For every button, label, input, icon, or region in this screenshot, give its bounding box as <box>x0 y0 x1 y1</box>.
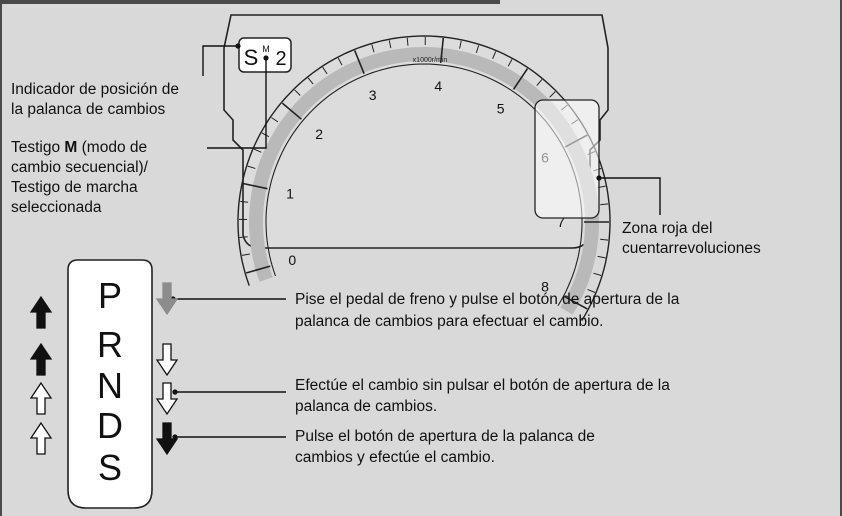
leader-red-zone <box>599 177 661 215</box>
m-indicator-label-line3: Testigo de marcha <box>11 179 138 196</box>
tach-scale-label: 5 <box>497 100 505 116</box>
shift-position-letter: S <box>244 45 259 70</box>
up-arrow-white-icon <box>29 421 53 455</box>
tach-scale-label: 4 <box>434 78 442 94</box>
shift-indicator-box <box>238 37 292 73</box>
down-arrow-white-icon <box>155 343 179 377</box>
left-arrow-column <box>29 295 53 455</box>
tach-minor-tick <box>388 40 392 49</box>
mode-letter: M <box>262 44 270 54</box>
tach-minor-tick <box>294 89 301 96</box>
tach-major-tick <box>512 68 529 90</box>
tach-scale-label: 3 <box>369 87 377 103</box>
gray-arrow-desc-line2: palanca de cambios para efectuar el camb… <box>295 313 604 330</box>
m-indicator-label-line1: Testigo M (modo de <box>11 138 147 157</box>
down-arrow-gray-icon <box>155 282 179 316</box>
black-arrow-desc-line2: cambios y efectúe el cambio. <box>295 449 495 466</box>
tach-minor-tick <box>307 77 314 85</box>
tach-minor-tick <box>597 255 606 259</box>
leader-lines <box>173 45 661 438</box>
m-indicator-label-line4: seleccionada <box>11 199 102 216</box>
tach-minor-tick <box>492 51 497 59</box>
tach-minor-tick <box>549 91 556 98</box>
tach-major-tick <box>242 182 268 190</box>
tach-minor-tick <box>587 288 596 293</box>
red-zone-highlight-box <box>534 99 600 219</box>
right-arrow-column <box>155 282 179 456</box>
tach-major-tick <box>245 265 271 274</box>
m-indicator-bold-m: M <box>64 139 78 156</box>
red-zone-label-line1: Zona roja del <box>622 220 713 237</box>
tach-minor-tick <box>247 165 256 169</box>
up-arrow-white-icon <box>29 381 53 415</box>
tach-scale-label: 2 <box>315 126 323 142</box>
red-zone-label-line2: cuentarrevoluciones <box>622 240 761 257</box>
tach-minor-tick <box>406 37 409 46</box>
selected-gear-number: 2 <box>275 48 286 70</box>
m-indicator-suffix: (modo de <box>77 139 148 156</box>
leader-shift-position <box>202 45 238 76</box>
tach-outer-arc <box>237 35 611 321</box>
shift-position-label-line1: Indicador de posición de <box>11 81 180 98</box>
gear-letter-n: N <box>97 365 123 406</box>
gear-letter-p: P <box>97 275 122 316</box>
white-arrow-desc-line1: Efectúe el cambio sin pulsar el botón de… <box>295 377 670 394</box>
shift-position-label-line2: la palanca de cambios <box>11 101 166 118</box>
tach-minor-tick <box>507 59 513 67</box>
tach-minor-tick <box>337 57 343 66</box>
frame-right-border <box>840 0 842 516</box>
frame-left-border <box>0 0 2 516</box>
tach-scale-label: 7 <box>557 214 565 230</box>
tach-minor-tick <box>241 253 250 256</box>
tach-minor-tick <box>536 79 543 86</box>
tach-minor-tick <box>459 40 462 49</box>
tach-minor-tick <box>239 236 248 238</box>
tach-unit-label: x1000r/min <box>413 57 448 64</box>
up-arrow-black-icon <box>29 342 53 376</box>
gear-letter-s: S <box>97 447 122 488</box>
tach-minor-tick <box>371 44 375 53</box>
tach-scale-label: 8 <box>541 278 549 294</box>
tach-major-tick <box>281 102 302 120</box>
tach-major-tick <box>564 296 588 310</box>
tach-minor-tick <box>253 148 262 153</box>
header-bar <box>0 0 500 4</box>
down-arrow-white-icon <box>155 382 179 416</box>
gear-letter-d: D <box>97 405 123 446</box>
up-arrow-black-icon <box>29 295 53 329</box>
gray-arrow-desc-line1: Pise el pedal de freno y pulse el botón … <box>295 291 680 308</box>
tach-minor-tick <box>600 238 609 241</box>
leader-dots <box>170 43 602 440</box>
tach-scale-label: 0 <box>288 252 296 268</box>
m-indicator-prefix: Testigo <box>11 139 65 156</box>
tach-scale-label: 1 <box>286 186 294 202</box>
tach-minor-tick <box>322 66 328 75</box>
down-arrow-black-icon <box>155 422 179 456</box>
tach-minor-tick <box>600 203 609 206</box>
shifter-gate-outline <box>67 259 153 509</box>
tach-minor-tick <box>240 200 249 203</box>
tach-minor-tick <box>475 45 480 54</box>
white-arrow-desc-line2: palanca de cambios. <box>295 398 438 415</box>
gear-letter-r: R <box>97 324 123 365</box>
tach-major-tick <box>353 50 365 75</box>
leader-m-indicator <box>207 58 267 149</box>
m-indicator-label-line2: cambio secuencial)/ <box>11 159 148 176</box>
black-arrow-desc-line1: Pulse el botón de apertura de la palanca… <box>295 428 595 445</box>
tach-minor-tick <box>271 117 279 123</box>
tach-minor-tick <box>593 272 602 276</box>
tach-major-tick <box>439 37 445 63</box>
